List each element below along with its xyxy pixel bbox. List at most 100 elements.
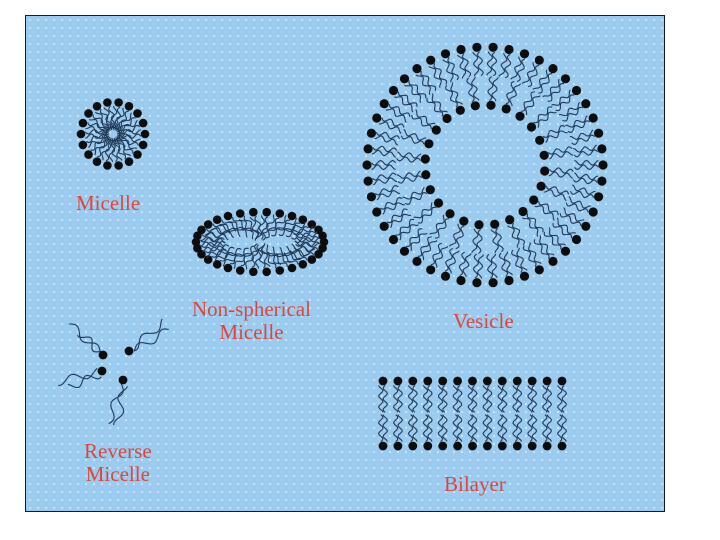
lipid-head xyxy=(498,442,507,451)
lipid-head xyxy=(489,43,498,52)
lipid-head xyxy=(548,257,557,266)
lipid-head xyxy=(529,195,538,204)
lipid-tail xyxy=(413,415,417,442)
lipid-head xyxy=(468,442,477,451)
lipid-head xyxy=(133,109,142,118)
lipid-head xyxy=(504,276,513,285)
lipid-head xyxy=(424,139,433,148)
lipid-tail xyxy=(544,190,567,201)
non-spherical-micelle-label-line2: Micelle xyxy=(192,321,311,344)
lipid-tail xyxy=(404,129,427,140)
lipid-head xyxy=(438,442,447,451)
lipid-tail xyxy=(449,224,460,247)
reverse-micelle-label-line2: Micelle xyxy=(84,463,152,486)
lipid-tail xyxy=(544,232,561,250)
lipid-tail xyxy=(528,415,532,442)
lipid-tail xyxy=(499,53,507,77)
vesicle-structure xyxy=(362,43,607,288)
lipid-head xyxy=(423,442,432,451)
reverse-micelle-label: Reverse Micelle xyxy=(84,440,152,486)
lipid-head xyxy=(364,177,373,186)
lipid-head xyxy=(459,217,468,226)
lipid-head xyxy=(453,377,462,386)
lipid-head xyxy=(442,114,451,123)
lipid-tail xyxy=(443,385,447,412)
lipid-tail xyxy=(499,253,507,277)
lipid-tail xyxy=(394,385,398,412)
lipid-tail xyxy=(563,107,584,121)
lipid-tail xyxy=(517,415,521,442)
micelle-label: Micelle xyxy=(76,192,140,215)
lipid-head xyxy=(483,442,492,451)
lipid-head xyxy=(513,377,522,386)
lipid-head xyxy=(318,232,327,241)
lipid-tail xyxy=(463,253,471,277)
lipid-tail xyxy=(453,385,457,412)
lipid-head xyxy=(412,64,421,73)
lipid-head xyxy=(597,144,606,153)
lipid-head xyxy=(288,264,297,273)
lipid-head xyxy=(445,209,454,218)
lipid-tail xyxy=(379,385,383,412)
lipid-head xyxy=(453,442,462,451)
lipid-head xyxy=(77,130,86,139)
lipid-tail xyxy=(478,255,484,279)
lipid-tail xyxy=(372,165,396,170)
lipid-tail xyxy=(394,415,398,442)
lipid-tail xyxy=(376,132,399,139)
lipid-head xyxy=(249,208,258,217)
lipid-tail xyxy=(569,197,591,208)
lipid-head xyxy=(468,377,477,386)
lipid-head xyxy=(141,130,150,139)
lipid-tail xyxy=(523,245,536,266)
lipid-tail xyxy=(416,110,436,125)
lipid-tail xyxy=(443,415,447,442)
lipid-head xyxy=(197,226,206,235)
lipid-head xyxy=(598,160,607,169)
lipid-head xyxy=(408,377,417,386)
lipid-tail xyxy=(383,385,387,412)
lipid-tail xyxy=(473,415,477,442)
lipid-head xyxy=(490,220,499,229)
lipid-tail xyxy=(379,122,401,133)
lipid-tail xyxy=(574,173,598,180)
lipid-tail xyxy=(487,415,491,442)
lipid-head xyxy=(379,442,388,451)
lipid-tail xyxy=(502,415,506,442)
lipid-tail xyxy=(423,385,427,412)
lipid-tail xyxy=(549,172,573,178)
lipid-tail xyxy=(574,161,598,166)
lipid-head xyxy=(426,265,435,274)
lipid-head xyxy=(367,192,376,201)
lipid-tail xyxy=(571,191,594,198)
lipid-head xyxy=(535,265,544,274)
lipid-tail xyxy=(473,254,478,278)
lipid-head xyxy=(308,255,317,264)
lipid-tail xyxy=(472,229,478,253)
lipid-head xyxy=(249,268,258,277)
lipid-tail xyxy=(375,186,398,195)
lipid-head xyxy=(426,185,435,194)
lipid-tail xyxy=(404,85,420,103)
lipid-head xyxy=(472,43,481,52)
lipid-tail xyxy=(487,52,493,76)
lipid-head xyxy=(540,151,549,160)
lipid-structures-diagram: Micelle Non-spherical Micelle Vesicle Re… xyxy=(25,15,665,512)
lipid-head xyxy=(379,377,388,386)
lipid-head xyxy=(471,101,480,110)
lipid-tail xyxy=(510,84,521,107)
lipid-tail xyxy=(458,415,462,442)
lipid-tail xyxy=(492,52,497,76)
non-spherical-micelle-label: Non-spherical Micelle xyxy=(192,298,311,344)
lipid-head xyxy=(93,157,102,166)
lipid-tail xyxy=(468,415,472,442)
lipid-tail xyxy=(413,385,417,412)
lipid-tail xyxy=(389,104,410,117)
lipid-head xyxy=(380,222,389,231)
lipid-head xyxy=(125,102,134,111)
lipid-head xyxy=(518,207,527,216)
lipid-head xyxy=(489,278,498,287)
lipid-head xyxy=(98,367,107,376)
lipid-head xyxy=(224,264,233,273)
lipid-head xyxy=(84,109,93,118)
